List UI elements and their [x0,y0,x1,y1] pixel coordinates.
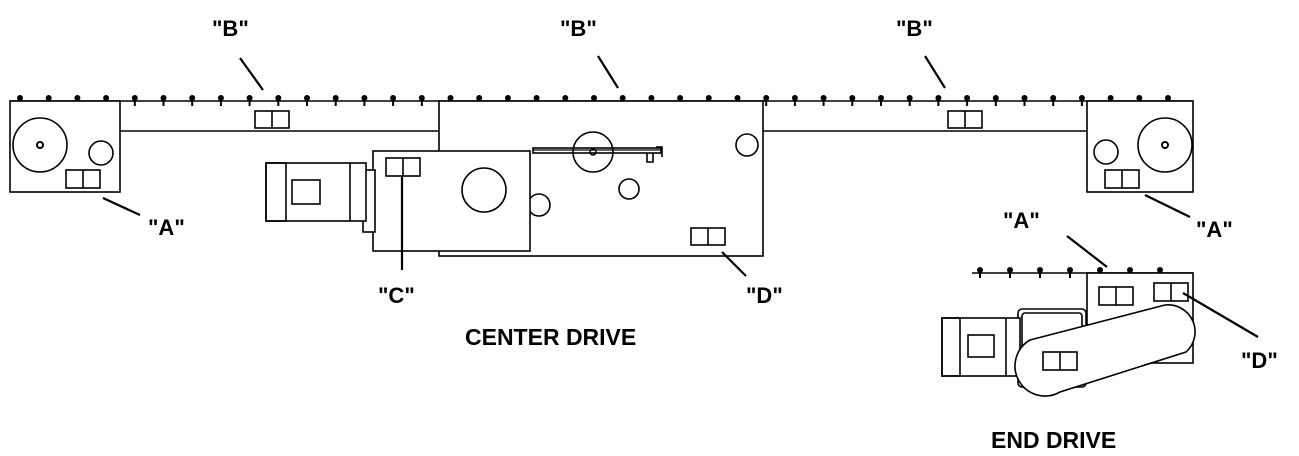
rail-tick [390,95,397,106]
rail-tick [275,95,282,106]
rail-tick [246,95,253,106]
callout-a-left: "A" [148,215,185,240]
center-drive-assembly [265,100,764,257]
rail-label-plate-right [947,110,983,129]
rail-tick [992,95,999,106]
callout-c-center: "C" [378,283,415,308]
callout-b-right: "B" [896,16,933,41]
rail-tick [1007,267,1013,278]
rail-tick [1078,95,1085,106]
right-take-up-assembly [1086,100,1194,193]
rail-tick [131,95,138,106]
callout-b-left: "B" [212,16,249,41]
rail-tick [1021,95,1028,106]
rail-tick [878,95,884,106]
end-drive-motor [941,317,1021,377]
end-drive-label-plate-a [1098,286,1134,306]
rail-tick [1037,267,1043,278]
callout-d-end-drive: "D" [1241,348,1278,373]
right-take-up-label-plate [1104,169,1140,189]
left-take-up-assembly [9,100,121,193]
rail-tick [791,95,798,106]
rail-tick [361,95,368,106]
leader-lines [102,55,1259,338]
rail-tick [1067,267,1073,278]
rail-tick [332,95,339,106]
rail-tick [964,95,971,106]
rail-tick [304,95,310,106]
rail-tick [189,95,196,106]
callout-b-center: "B" [560,16,597,41]
rail-tick [906,95,913,106]
caption-center-drive: CENTER DRIVE [465,324,636,350]
rail-tick [935,95,942,106]
callout-a-end-drive: "A" [1003,208,1040,233]
center-drive-label-plate-d [690,227,726,246]
center-drive-motor [265,162,376,233]
rail-tick [1050,95,1057,106]
rail-tick [977,267,983,278]
rail-tick [160,95,167,106]
rail-label-plate-left [254,110,290,129]
end-drive-label-plate-d [1153,282,1189,302]
rail-tick [217,95,224,106]
end-drive-label-plate-c [1042,351,1078,371]
caption-end-drive: END DRIVE [991,427,1116,453]
rail-tick [849,95,856,106]
end-drive-assembly [941,267,1196,397]
left-take-up-label-plate [65,169,101,189]
callout-d-center: "D" [746,283,783,308]
rail-tick [418,95,425,106]
callout-a-right: "A" [1196,217,1233,242]
rail-tick [820,95,827,106]
rail-tick [763,95,770,106]
